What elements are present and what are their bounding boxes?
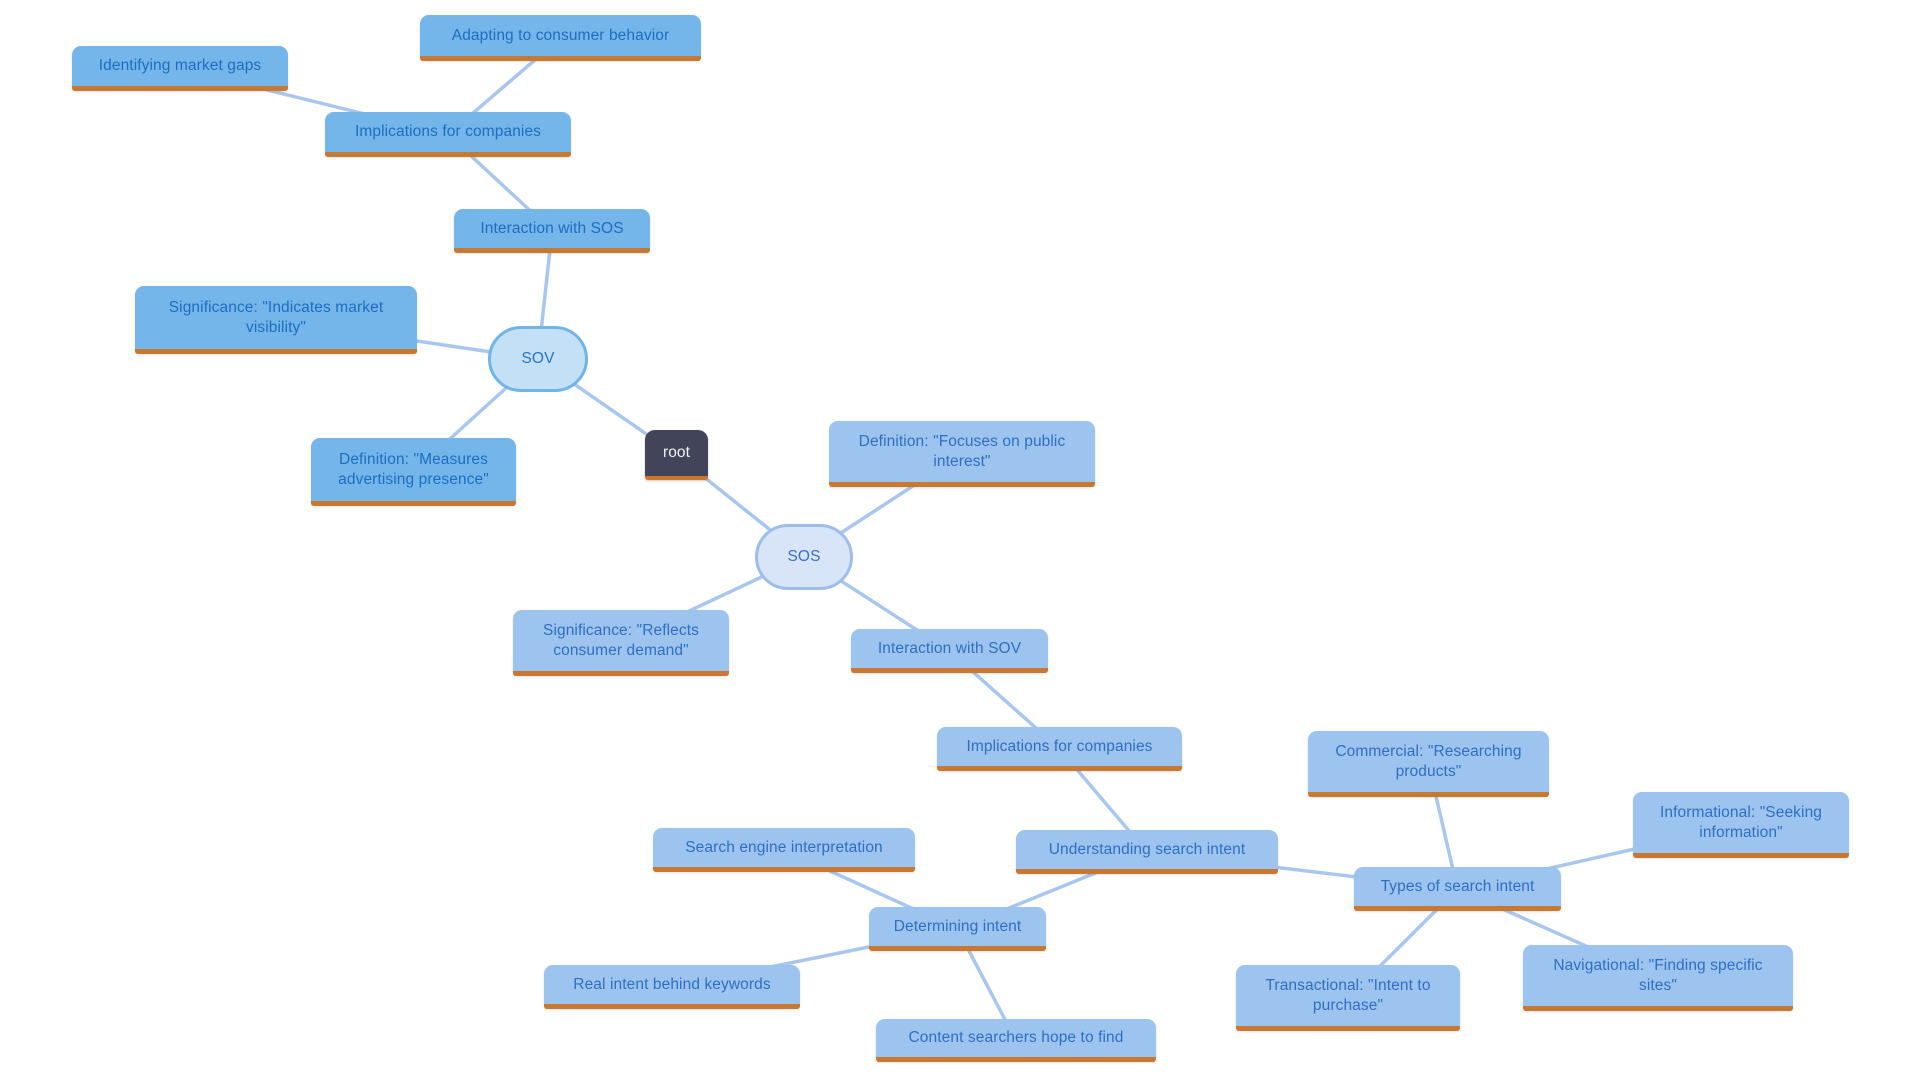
mindmap-node-definition_focuses[interactable]: Definition: "Focuses on public interest" <box>829 421 1095 487</box>
mindmap-node-definition_measures[interactable]: Definition: "Measures advertising presen… <box>311 438 516 506</box>
mindmap-node-types[interactable]: Types of search intent <box>1354 867 1561 911</box>
mindmap-node-transactional[interactable]: Transactional: "Intent to purchase" <box>1236 965 1460 1031</box>
mindmap-node-determining[interactable]: Determining intent <box>869 907 1046 951</box>
mindmap-node-significance_reflects[interactable]: Significance: "Reflects consumer demand" <box>513 610 729 676</box>
mindmap-node-informational[interactable]: Informational: "Seeking information" <box>1633 792 1849 858</box>
mindmap-node-understanding[interactable]: Understanding search intent <box>1016 830 1278 874</box>
mindmap-node-sov[interactable]: SOV <box>488 326 588 392</box>
mindmap-node-real_intent[interactable]: Real intent behind keywords <box>544 965 800 1009</box>
mindmap-node-identifying_gaps[interactable]: Identifying market gaps <box>72 46 288 91</box>
mindmap-node-navigational[interactable]: Navigational: "Finding specific sites" <box>1523 945 1793 1011</box>
mindmap-node-content_searchers[interactable]: Content searchers hope to find <box>876 1019 1156 1062</box>
mindmap-node-interaction_sov[interactable]: Interaction with SOV <box>851 629 1048 673</box>
mindmap-node-root[interactable]: root <box>645 430 708 480</box>
mindmap-node-implications_sos[interactable]: Implications for companies <box>937 727 1182 771</box>
mindmap-node-interaction_sos[interactable]: Interaction with SOS <box>454 209 650 253</box>
mindmap-node-commercial[interactable]: Commercial: "Researching products" <box>1308 731 1549 797</box>
mindmap-node-implications_sov[interactable]: Implications for companies <box>325 112 571 157</box>
mindmap-node-significance_indicates[interactable]: Significance: "Indicates market visibili… <box>135 286 417 354</box>
mindmap-node-search_engine[interactable]: Search engine interpretation <box>653 828 915 872</box>
mindmap-node-sos[interactable]: SOS <box>755 524 853 590</box>
mindmap-node-adapting_behavior[interactable]: Adapting to consumer behavior <box>420 15 701 61</box>
